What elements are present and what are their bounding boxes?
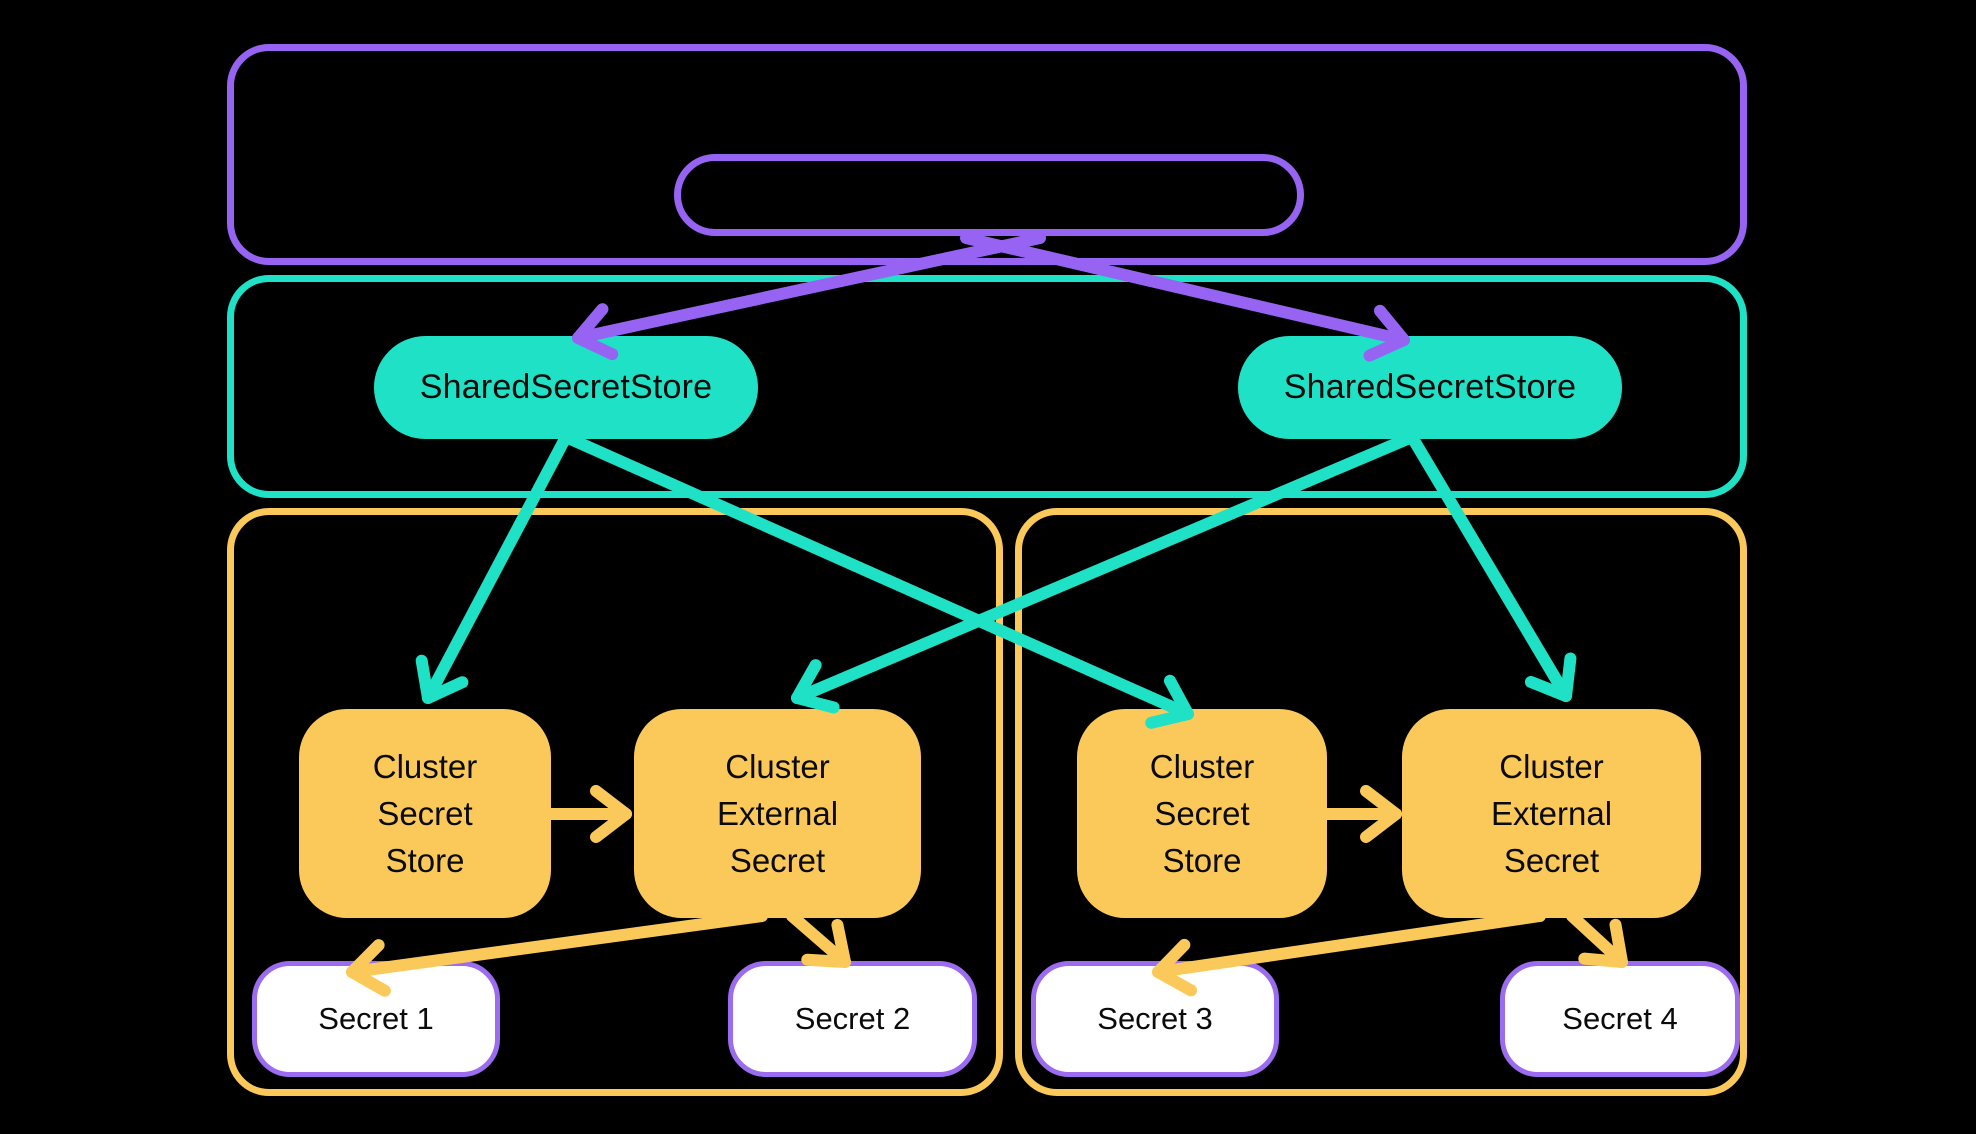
- secret-3-label: Secret 3: [1097, 1001, 1213, 1036]
- secret-1-label: Secret 1: [318, 1001, 434, 1036]
- cluster-a-external-secret: Cluster External Secret: [634, 709, 921, 918]
- secret-4: Secret 4: [1500, 961, 1740, 1077]
- cluster-b-secret-store: Cluster Secret Store: [1077, 709, 1327, 918]
- secret-2: Secret 2: [728, 961, 977, 1077]
- shared-secret-store-right: SharedSecretStore: [1238, 336, 1622, 439]
- cluster-a-secret-store: Cluster Secret Store: [299, 709, 551, 918]
- control-plane-pill: [674, 154, 1304, 236]
- secret-1: Secret 1: [252, 961, 500, 1077]
- shared-secret-store-right-label: SharedSecretStore: [1283, 368, 1577, 406]
- secret-3: Secret 3: [1031, 961, 1279, 1077]
- cluster-b-external-secret: Cluster External Secret: [1402, 709, 1701, 918]
- cluster-a-external-secret-label: Cluster External Secret: [716, 748, 839, 879]
- cluster-b-secret-store-label: Cluster Secret Store: [1149, 748, 1255, 879]
- shared-secret-store-left-label: SharedSecretStore: [419, 368, 713, 406]
- secret-2-label: Secret 2: [794, 1001, 911, 1036]
- cluster-b-external-secret-label: Cluster External Secret: [1490, 748, 1613, 879]
- secret-4-label: Secret 4: [1562, 1001, 1678, 1036]
- shared-secret-store-left: SharedSecretStore: [374, 336, 758, 439]
- cluster-a-secret-store-label: Cluster Secret Store: [372, 748, 478, 879]
